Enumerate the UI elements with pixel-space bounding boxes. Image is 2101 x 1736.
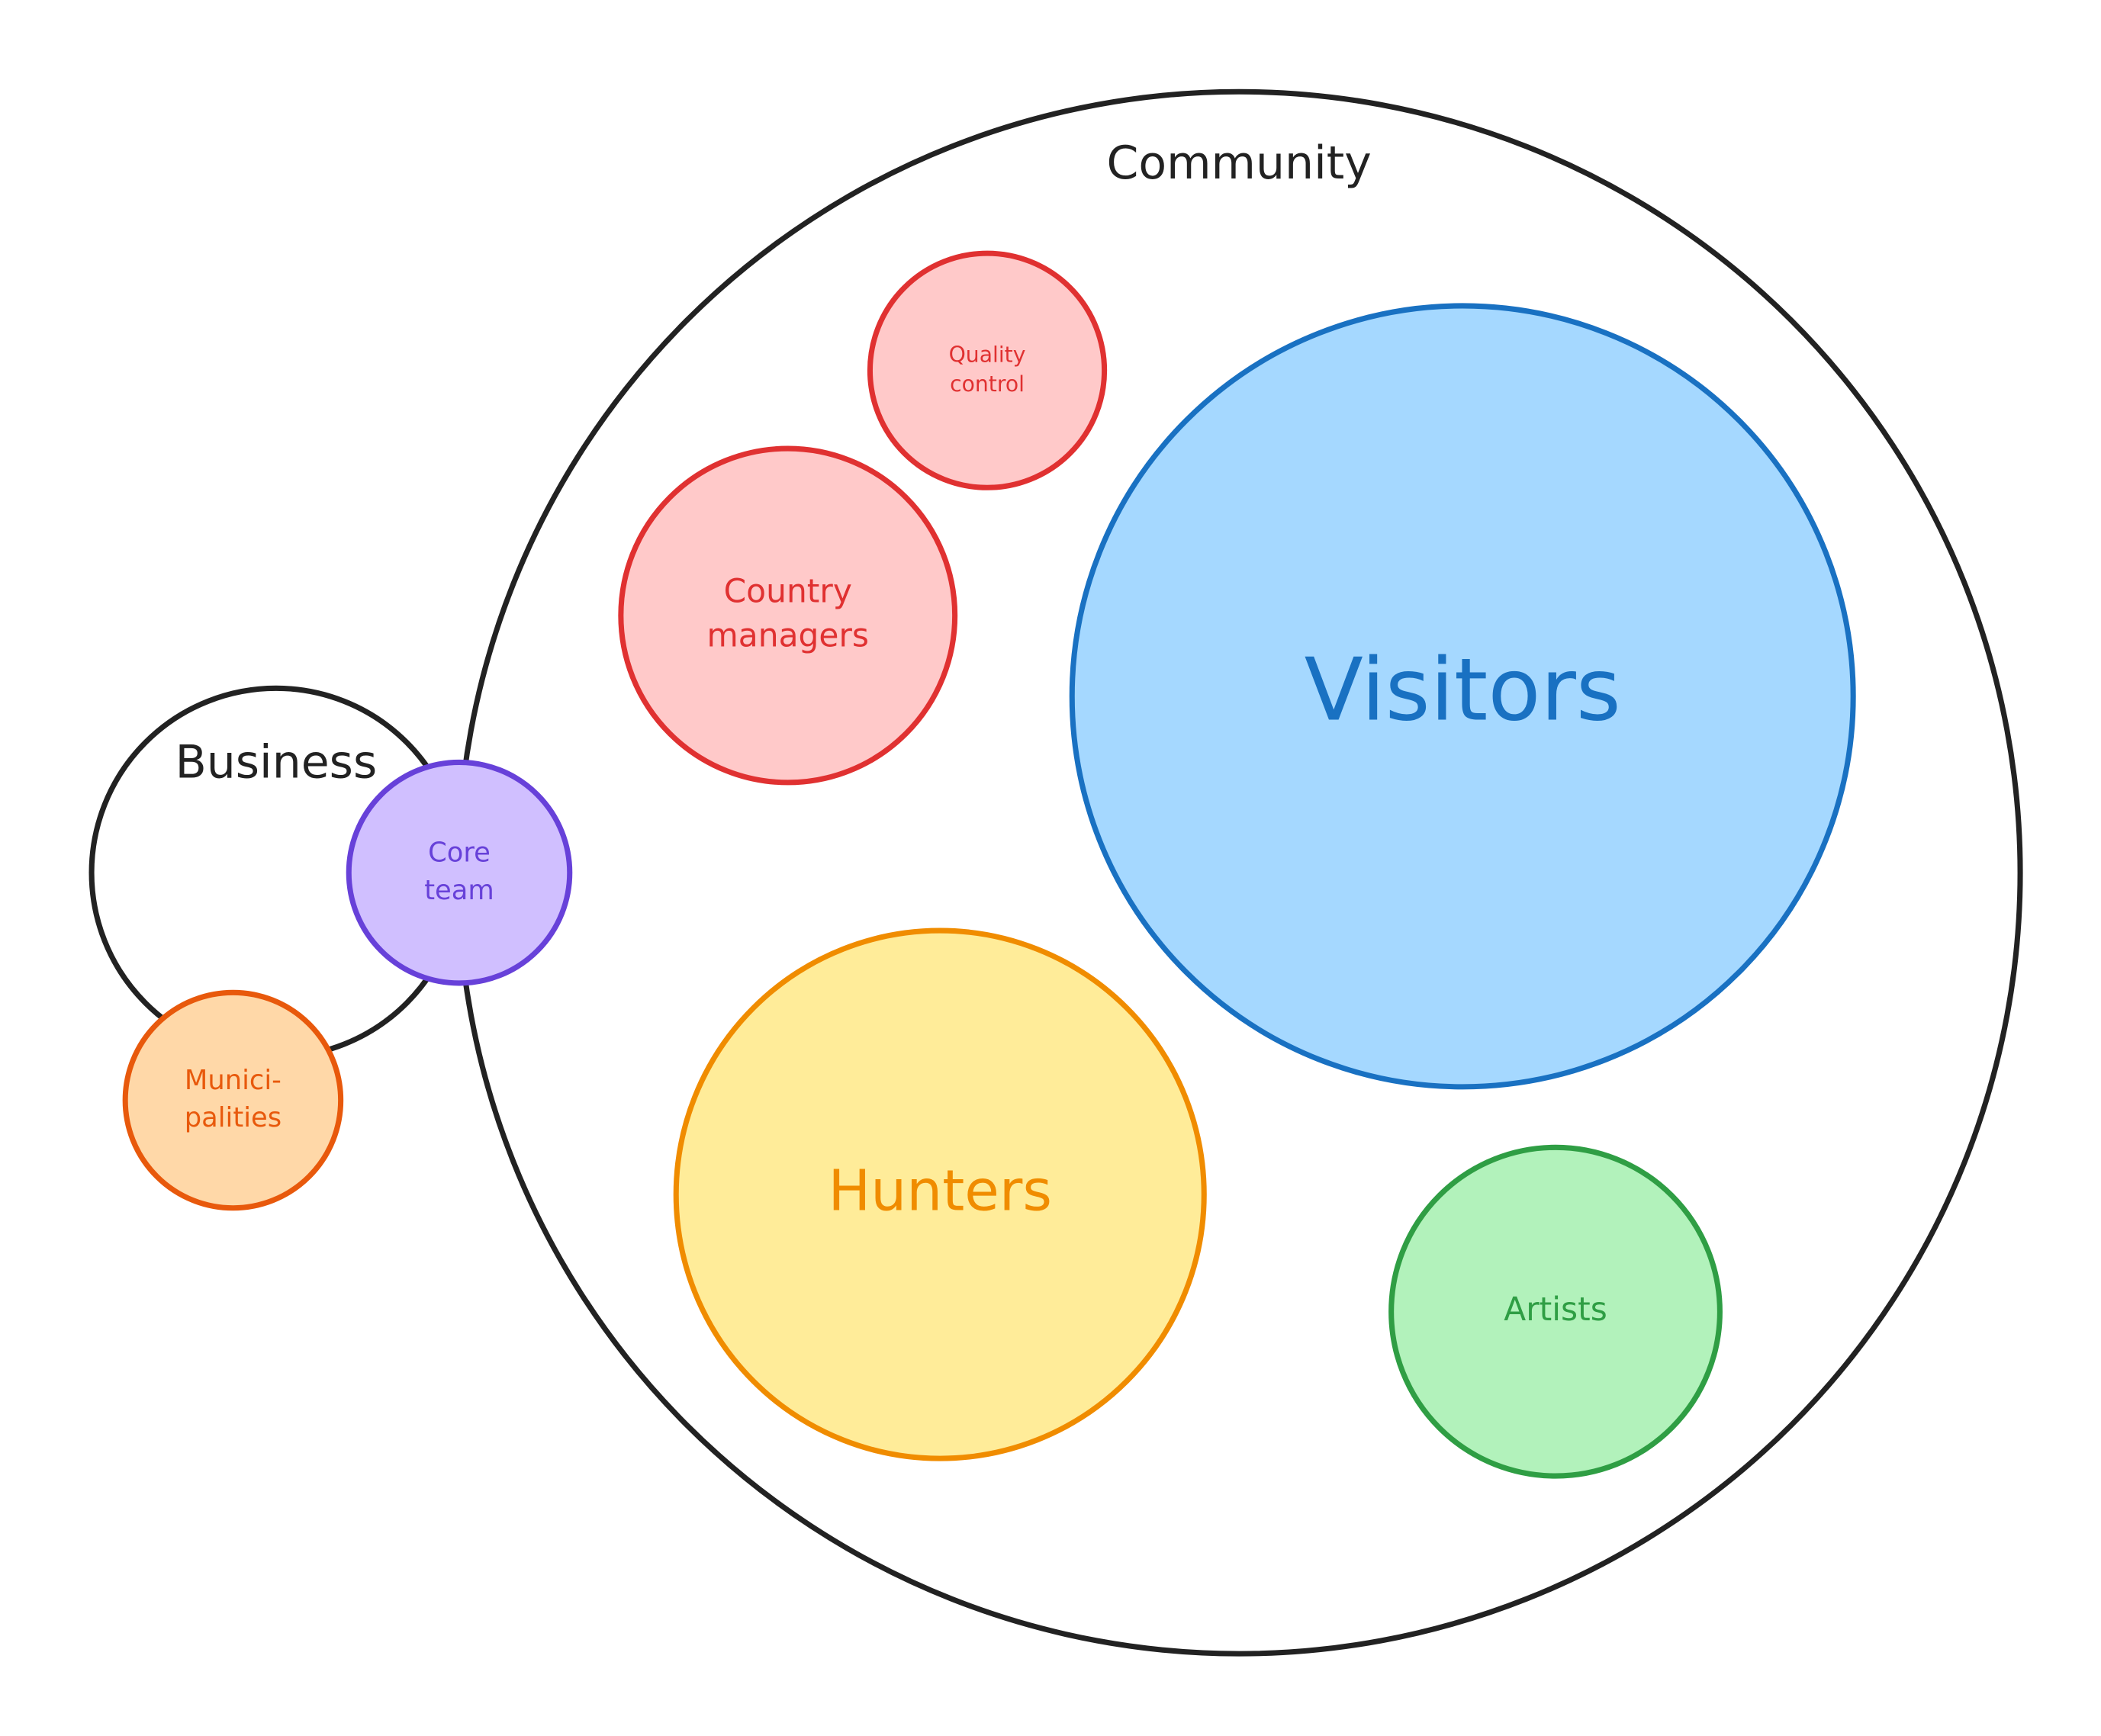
visitors-circle[interactable] (1069, 303, 1856, 1090)
business-label: Business (175, 736, 378, 789)
country-managers-node[interactable]: Country managers (618, 445, 958, 786)
core-team-circle[interactable] (346, 759, 573, 986)
municipalities-label-line: palities (185, 1102, 282, 1133)
quality-control-label-line: control (950, 371, 1025, 397)
artists-label-line: Artists (1504, 1291, 1607, 1328)
hunters-label-line: Hunters (828, 1159, 1052, 1224)
core-team-label-line: Core (428, 837, 491, 868)
hunters-circle[interactable] (673, 927, 1207, 1461)
quality-control-label-line: Quality (949, 342, 1026, 367)
country-managers-circle[interactable] (618, 445, 958, 786)
business-group[interactable]: Business (88, 685, 464, 1060)
municipalities-circle[interactable] (122, 989, 344, 1211)
municipalities-label-line: Munici- (185, 1065, 282, 1096)
municipalities-node[interactable]: Munici-palities (122, 989, 344, 1211)
community-label: Community (1106, 137, 1371, 190)
country-managers-label-line: managers (707, 617, 869, 654)
artists-circle[interactable] (1388, 1144, 1723, 1479)
country-managers-label-line: Country (724, 572, 852, 609)
artists-node[interactable]: Artists (1388, 1144, 1723, 1479)
quality-control-node[interactable]: Quality control (867, 250, 1108, 490)
visitors-node[interactable]: Visitors (1069, 303, 1856, 1090)
visitors-label-line: Visitors (1305, 640, 1621, 741)
hunters-node[interactable]: Hunters (673, 927, 1207, 1461)
core-team-node[interactable]: Core team (346, 759, 573, 986)
core-team-label-line: team (424, 875, 494, 906)
quality-control-circle[interactable] (867, 250, 1108, 490)
